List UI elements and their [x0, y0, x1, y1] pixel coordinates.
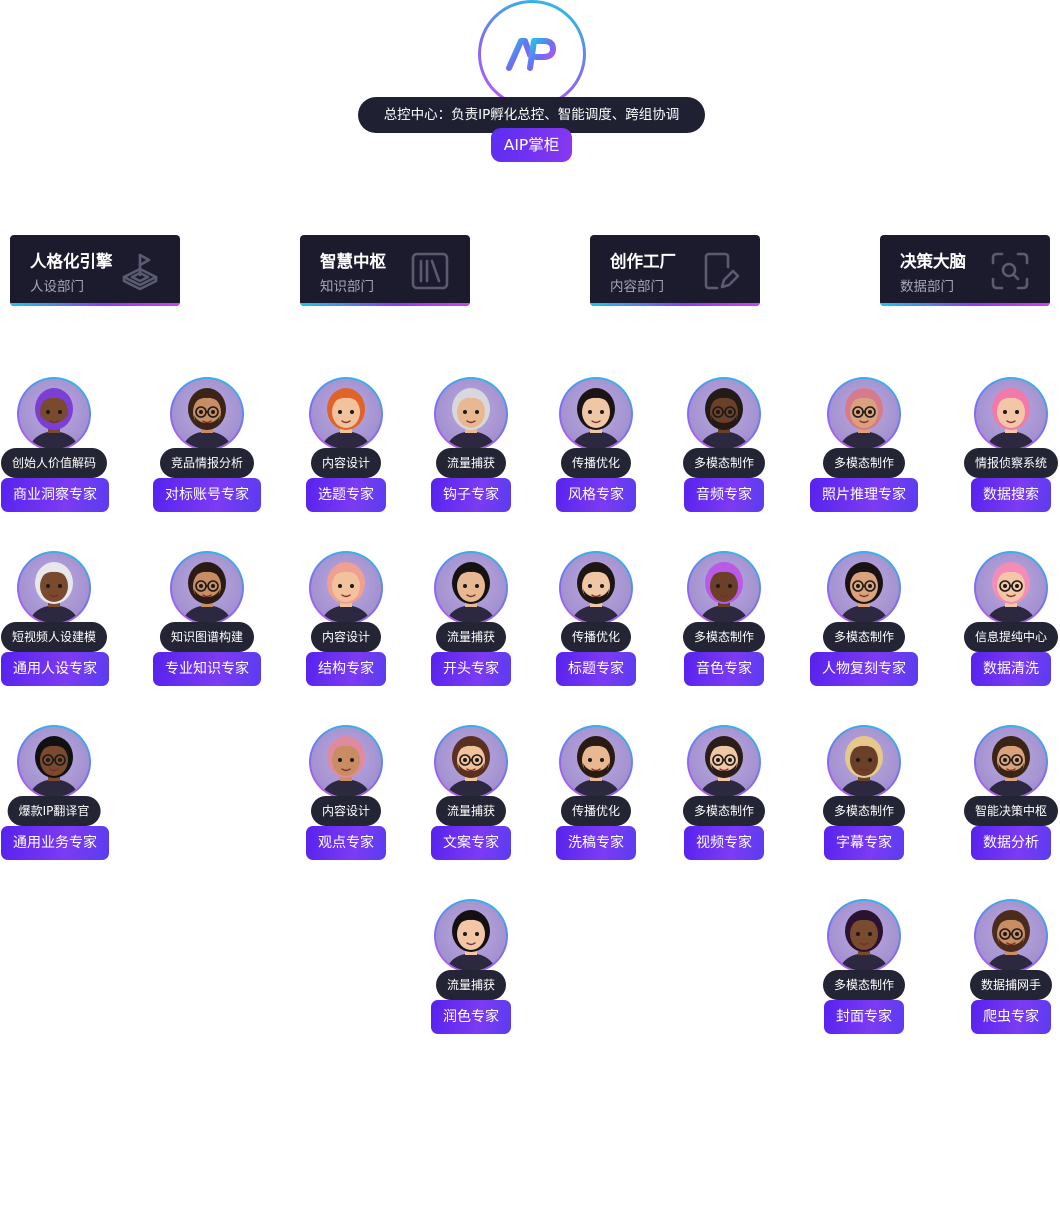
- expert-tag: 内容设计: [310, 622, 382, 652]
- avatar: [434, 899, 508, 973]
- avatar: [17, 725, 91, 799]
- expert-role-button[interactable]: 标题专家: [556, 652, 636, 686]
- expert-tag: 多模态制作: [822, 970, 906, 1000]
- dept-title: 智慧中枢: [320, 252, 386, 271]
- expert-role-button[interactable]: 选题专家: [306, 478, 386, 512]
- expert-tag: 情报侦察系统: [963, 448, 1059, 478]
- expert-role-button[interactable]: 照片推理专家: [810, 478, 918, 512]
- avatar: [827, 377, 901, 451]
- dept-subtitle: 知识部门: [320, 279, 374, 295]
- expert-tag: 多模态制作: [682, 796, 766, 826]
- expert-tag: 多模态制作: [682, 622, 766, 652]
- dept-title: 创作工厂: [610, 252, 676, 271]
- expert-tag: 流量捕获: [435, 796, 507, 826]
- avatar: [687, 377, 761, 451]
- avatar: [17, 551, 91, 625]
- dept-subtitle: 人设部门: [30, 279, 84, 295]
- expert-tag: 内容设计: [310, 796, 382, 826]
- expert-role-button[interactable]: 封面专家: [824, 1000, 904, 1034]
- expert-tag: 多模态制作: [822, 622, 906, 652]
- dept-title: 决策大脑: [900, 252, 966, 271]
- avatar: [559, 725, 633, 799]
- expert-tag: 多模态制作: [682, 448, 766, 478]
- expert-role-button[interactable]: 视频专家: [684, 826, 764, 860]
- avatar: [559, 377, 633, 451]
- avatar: [309, 377, 383, 451]
- expert-tag: 短视频人设建模: [0, 622, 108, 652]
- expert-role-button[interactable]: 商业洞察专家: [1, 478, 109, 512]
- expert-role-button[interactable]: 开头专家: [431, 652, 511, 686]
- expert-role-button[interactable]: 字幕专家: [824, 826, 904, 860]
- expert-role-button[interactable]: 专业知识专家: [153, 652, 261, 686]
- expert-role-button[interactable]: 观点专家: [306, 826, 386, 860]
- expert-tag: 传播优化: [560, 796, 632, 826]
- avatar: [687, 725, 761, 799]
- expert-tag: 竞品情报分析: [159, 448, 255, 478]
- avatar: [827, 899, 901, 973]
- expert-role-button[interactable]: 数据清洗: [971, 652, 1051, 686]
- avatar: [309, 725, 383, 799]
- expert-role-button[interactable]: 风格专家: [556, 478, 636, 512]
- expert-role-button[interactable]: 爬虫专家: [971, 1000, 1051, 1034]
- avatar: [827, 551, 901, 625]
- expert-role-button[interactable]: 通用人设专家: [1, 652, 109, 686]
- dept-card-content: 创作工厂 内容部门: [590, 235, 760, 306]
- avatar: [974, 725, 1048, 799]
- expert-tag: 爆款IP翻译官: [7, 796, 101, 826]
- avatar: [974, 551, 1048, 625]
- expert-role-button[interactable]: 钩子专家: [431, 478, 511, 512]
- expert-role-button[interactable]: 数据分析: [971, 826, 1051, 860]
- avatar: [170, 377, 244, 451]
- aip-logo: [478, 0, 586, 108]
- avatar: [170, 551, 244, 625]
- avatar: [309, 551, 383, 625]
- edit-document-icon: [704, 252, 740, 290]
- scan-search-icon: [991, 252, 1029, 290]
- expert-role-button[interactable]: 音频专家: [684, 478, 764, 512]
- expert-tag: 多模态制作: [822, 448, 906, 478]
- expert-role-button[interactable]: 通用业务专家: [1, 826, 109, 860]
- avatar: [827, 725, 901, 799]
- expert-tag: 创始人价值解码: [0, 448, 108, 478]
- avatar: [17, 377, 91, 451]
- control-center-description: 总控中心：负责IP孵化总控、智能调度、跨组协调: [358, 97, 705, 133]
- expert-tag: 传播优化: [560, 448, 632, 478]
- expert-role-button[interactable]: 人物复刻专家: [810, 652, 918, 686]
- dept-card-knowledge: 智慧中枢 知识部门: [300, 235, 470, 306]
- expert-role-button[interactable]: 对标账号专家: [153, 478, 261, 512]
- avatar: [974, 899, 1048, 973]
- expert-tag: 多模态制作: [822, 796, 906, 826]
- expert-tag: 传播优化: [560, 622, 632, 652]
- expert-tag: 知识图谱构建: [159, 622, 255, 652]
- avatar: [559, 551, 633, 625]
- avatar: [974, 377, 1048, 451]
- dept-card-data: 决策大脑 数据部门: [880, 235, 1050, 306]
- dept-title: 人格化引擎: [30, 252, 113, 271]
- dept-subtitle: 内容部门: [610, 279, 664, 295]
- chess-piece-icon: [122, 253, 158, 291]
- expert-tag: 数据捕网手: [969, 970, 1053, 1000]
- dept-subtitle: 数据部门: [900, 279, 954, 295]
- dept-card-persona: 人格化引擎 人设部门: [10, 235, 180, 306]
- avatar: [434, 377, 508, 451]
- expert-role-button[interactable]: 结构专家: [306, 652, 386, 686]
- expert-tag: 流量捕获: [435, 970, 507, 1000]
- avatar: [434, 551, 508, 625]
- expert-tag: 流量捕获: [435, 622, 507, 652]
- expert-tag: 智能决策中枢: [963, 796, 1059, 826]
- library-icon: [411, 252, 449, 290]
- expert-role-button[interactable]: 音色专家: [684, 652, 764, 686]
- avatar: [434, 725, 508, 799]
- expert-role-button[interactable]: 洗稿专家: [556, 826, 636, 860]
- avatar: [687, 551, 761, 625]
- control-center-title: AIP掌柜: [491, 128, 572, 162]
- expert-role-button[interactable]: 数据搜索: [971, 478, 1051, 512]
- expert-tag: 流量捕获: [435, 448, 507, 478]
- expert-role-button[interactable]: 文案专家: [431, 826, 511, 860]
- expert-role-button[interactable]: 润色专家: [431, 1000, 511, 1034]
- expert-tag: 内容设计: [310, 448, 382, 478]
- expert-tag: 信息提纯中心: [963, 622, 1059, 652]
- aip-logo-icon: [506, 38, 556, 71]
